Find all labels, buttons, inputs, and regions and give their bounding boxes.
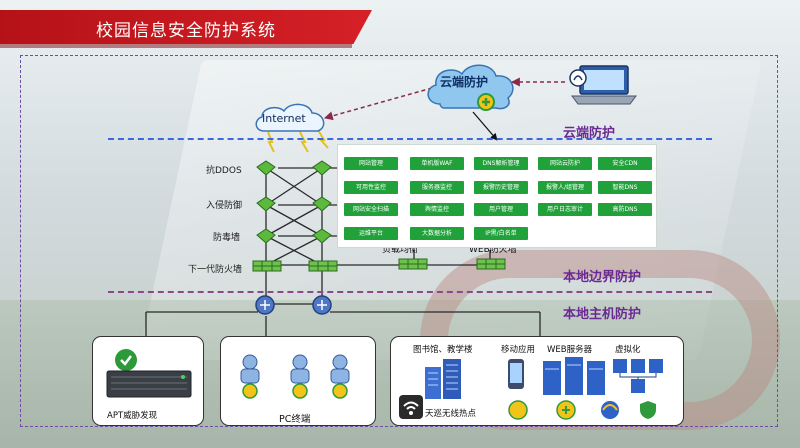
pc-user-icon-3 xyxy=(330,354,350,399)
outer-dashed-frame xyxy=(20,55,778,427)
internet-cloud-icon xyxy=(255,103,325,132)
av-device-icon-1 xyxy=(256,228,276,244)
title-banner: 校园信息安全防护系统 xyxy=(0,10,372,44)
library-label: 图书馆、教学楼 xyxy=(413,345,473,355)
green-shield-icon xyxy=(640,401,656,419)
service-item: 运维平台 xyxy=(344,227,398,240)
web-firewall-icon xyxy=(476,258,506,270)
page-title: 校园信息安全防护系统 xyxy=(96,21,276,41)
service-item: 网站云防护 xyxy=(538,157,592,170)
internet-label: Internet xyxy=(262,112,306,125)
virtual-label: 虚拟化 xyxy=(615,345,641,355)
web-firewall-label: WEB防火墙 xyxy=(469,245,517,255)
cloud-protection-icon xyxy=(427,64,514,111)
service-item: 用户管理 xyxy=(474,203,528,216)
virtualization-icon xyxy=(613,359,663,393)
service-item: 报警人/组管理 xyxy=(538,181,592,194)
core-router-icon-2 xyxy=(312,295,332,315)
server-box: 图书馆、教学楼 移动应用 WEB服务器 虚拟化 天巡无线热点 xyxy=(390,336,684,426)
ngfw-device-icon-1 xyxy=(252,260,282,272)
web-server-icon xyxy=(543,357,605,395)
service-item: 安全CDN xyxy=(598,157,652,170)
server-rack-icon xyxy=(106,370,192,398)
service-item: 网站安全扫描 xyxy=(344,203,398,216)
service-item: 报警历史管理 xyxy=(474,181,528,194)
cloud-zone-label: 云端防护 xyxy=(563,126,616,141)
service-item: DNS解析管理 xyxy=(474,157,528,170)
pc-user-icon-2 xyxy=(290,354,310,399)
shield-badge-icon xyxy=(556,400,576,420)
ddos-device-icon-2 xyxy=(312,160,332,176)
service-item: IP黑/白名单 xyxy=(474,227,528,240)
cloud-zone-divider xyxy=(108,138,712,140)
ngfw-device-icon-2 xyxy=(308,260,338,272)
pc-box: PC终端 xyxy=(220,336,376,426)
browser-icon xyxy=(601,401,619,419)
layer-av-label: 防毒墙 xyxy=(213,233,241,243)
hand-shield-icon xyxy=(508,400,528,420)
apt-label: APT威胁发现 xyxy=(107,411,158,421)
service-item: 网站管理 xyxy=(344,157,398,170)
service-item: 大数据分析 xyxy=(410,227,464,240)
apt-box: APT威胁发现 xyxy=(92,336,204,426)
wifi-hotspot-label: 天巡无线热点 xyxy=(425,409,477,419)
title-shadow xyxy=(0,44,352,48)
service-item: 智能DNS xyxy=(598,181,652,194)
mobile-phone-icon xyxy=(508,359,524,389)
host-zone-label: 本地主机防护 xyxy=(563,307,642,322)
layer-ips-label: 入侵防御 xyxy=(206,201,243,211)
layer-ddos-label: 抗DDOS xyxy=(206,166,242,176)
ips-device-icon-2 xyxy=(312,196,332,212)
pc-label: PC终端 xyxy=(279,414,311,425)
service-item: 舆情监控 xyxy=(410,203,464,216)
mobile-label: 移动应用 xyxy=(501,345,536,355)
av-device-icon-2 xyxy=(312,228,332,244)
apt-status-icon xyxy=(115,349,137,371)
layer-ngfw-label: 下一代防火墙 xyxy=(188,265,243,275)
service-item: 服务器监控 xyxy=(410,181,464,194)
edge-zone-label: 本地边界防护 xyxy=(563,270,642,285)
ddos-device-icon-1 xyxy=(256,160,276,176)
core-router-icon-1 xyxy=(255,295,275,315)
service-item: 可用性监控 xyxy=(344,181,398,194)
pc-user-icon-1 xyxy=(240,354,260,399)
cloud-node-label: 云端防护 xyxy=(440,75,489,89)
load-balancer-label: 负载均衡 xyxy=(382,245,419,255)
service-item: 用户日志审计 xyxy=(538,203,592,216)
web-server-label: WEB服务器 xyxy=(547,345,593,355)
laptop-icon xyxy=(569,65,637,105)
ips-device-icon-1 xyxy=(256,196,276,212)
edge-zone-divider xyxy=(108,291,712,293)
cloud-services-panel: 网站管理 单机版WAF DNS解析管理 网站云防护 安全CDN 可用性监控 服务… xyxy=(337,144,657,248)
service-item: 高防DNS xyxy=(598,203,652,216)
service-item: 单机版WAF xyxy=(410,157,464,170)
building-icon xyxy=(425,359,461,399)
wifi-hotspot-icon xyxy=(399,395,423,419)
load-balancer-icon xyxy=(398,258,428,270)
